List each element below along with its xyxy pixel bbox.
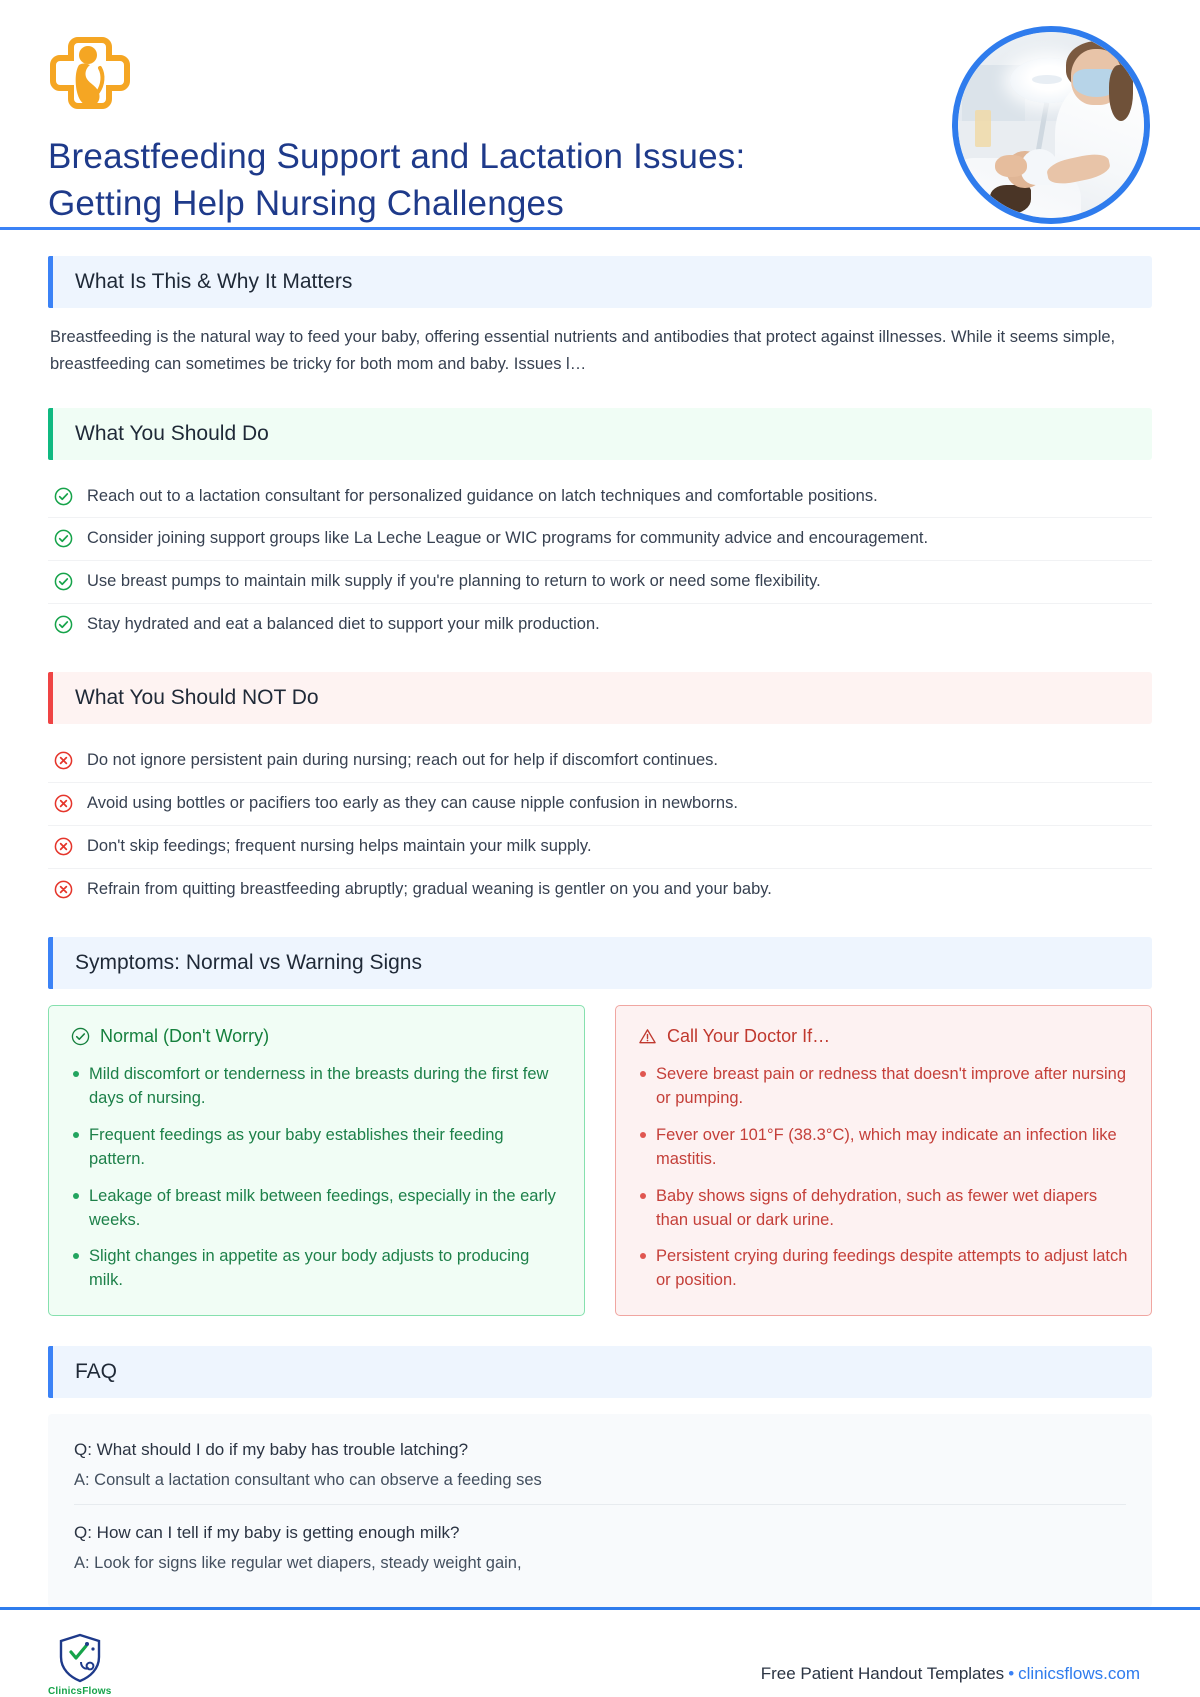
- medical-cross-mother-baby-icon: [50, 37, 130, 109]
- title-block: Breastfeeding Support and Lactation Issu…: [48, 134, 888, 227]
- list-item-text: Consider joining support groups like La …: [87, 529, 929, 548]
- normal-panel-header: Normal (Don't Worry): [71, 1026, 562, 1047]
- faq-question: Q: What should I do if my baby has troub…: [74, 1440, 469, 1460]
- list-item: Reach out to a lactation consultant for …: [48, 476, 1152, 519]
- footer-brand-name: ClinicsFlows: [48, 1686, 112, 1697]
- faq-item: Q: How can I tell if my baby is getting …: [74, 1505, 1126, 1587]
- faq-list: Q: What should I do if my baby has troub…: [48, 1414, 1152, 1608]
- list-item-text: Avoid using bottles or pacifiers too ear…: [87, 794, 738, 813]
- footer-website-link[interactable]: clinicsflows.com: [1018, 1664, 1140, 1684]
- section-header-should-do: What You Should Do: [48, 407, 1152, 460]
- list-item: Do not ignore persistent pain during nur…: [48, 740, 1152, 784]
- list-item-text: Refrain from quitting breastfeeding abru…: [87, 879, 772, 898]
- faq-answer: A: Look for signs like regular wet diape…: [74, 1554, 522, 1573]
- overview-paragraph: Breastfeeding is the natural way to feed…: [50, 328, 1116, 373]
- footer-separator: •: [1008, 1664, 1015, 1684]
- hero-photo: [952, 26, 1150, 224]
- list-item: Mild discomfort or tenderness in the bre…: [71, 1063, 562, 1111]
- should-not-do-list: Do not ignore persistent pain during nur…: [48, 740, 1152, 911]
- list-item: Persistent crying during feedings despit…: [638, 1245, 1129, 1293]
- circle-check-icon: [71, 1027, 90, 1046]
- circle-x-icon: [54, 751, 73, 770]
- page-title: Breastfeeding Support and Lactation Issu…: [48, 134, 888, 227]
- document-body: What Is This & Why It Matters Breastfeed…: [0, 230, 1200, 1608]
- list-item-text: Reach out to a lactation consultant for …: [87, 486, 878, 505]
- symptoms-columns: Normal (Don't Worry) Mild discomfort or …: [48, 1004, 1152, 1317]
- normal-panel-title: Normal (Don't Worry): [100, 1025, 270, 1046]
- warning-symptoms-panel: Call Your Doctor If… Severe breast pain …: [615, 1004, 1152, 1317]
- circle-x-icon: [54, 880, 73, 899]
- list-item: Consider joining support groups like La …: [48, 518, 1152, 562]
- list-item: Don't skip feedings; frequent nursing he…: [48, 826, 1152, 869]
- page-title-line-1: Breastfeeding Support and Lactation Issu…: [48, 137, 746, 176]
- footer-tagline: Free Patient Handout Templates: [760, 1664, 1005, 1684]
- accent-bar: [48, 1346, 53, 1399]
- section-title-faq: FAQ: [75, 1360, 118, 1384]
- list-item: Use breast pumps to maintain milk supply…: [48, 561, 1152, 605]
- warning-panel-title: Call Your Doctor If…: [667, 1025, 831, 1046]
- section-title-overview: What Is This & Why It Matters: [75, 270, 353, 294]
- normal-symptoms-list: Mild discomfort or tenderness in the bre…: [71, 1063, 562, 1293]
- section-header-should-not-do: What You Should NOT Do: [48, 672, 1152, 725]
- circle-x-icon: [54, 794, 73, 813]
- section-header-symptoms: Symptoms: Normal vs Warning Signs: [48, 936, 1152, 989]
- circle-check-icon: [54, 530, 73, 548]
- section-header-overview: What Is This & Why It Matters: [48, 256, 1152, 309]
- document-footer: ClinicsFlows Free Patient Handout Templa…: [0, 1607, 1200, 1697]
- accent-bar: [48, 407, 53, 460]
- list-item-text: Stay hydrated and eat a balanced diet to…: [87, 615, 600, 634]
- warning-panel-header: Call Your Doctor If…: [638, 1026, 1129, 1047]
- faq-question: Q: How can I tell if my baby is getting …: [74, 1523, 460, 1543]
- section-title-should-not-do: What You Should NOT Do: [75, 686, 319, 710]
- footer-brand: ClinicsFlows: [48, 1632, 112, 1697]
- warning-symptoms-list: Severe breast pain or redness that doesn…: [638, 1063, 1129, 1293]
- list-item: Avoid using bottles or pacifiers too ear…: [48, 783, 1152, 827]
- list-item: Refrain from quitting breastfeeding abru…: [48, 869, 1152, 911]
- warning-triangle-icon: [639, 1029, 656, 1044]
- list-item: Severe breast pain or redness that doesn…: [638, 1063, 1129, 1111]
- brand-logo: [48, 28, 132, 112]
- list-item-text: Do not ignore persistent pain during nur…: [87, 751, 719, 770]
- accent-bar: [48, 936, 53, 989]
- page-title-line-2: Getting Help Nursing Challenges: [48, 183, 564, 223]
- list-item: Frequent feedings as your baby establish…: [71, 1124, 562, 1172]
- footer-brand-name-part2: Flows: [82, 1686, 112, 1697]
- list-item: Stay hydrated and eat a balanced diet to…: [48, 604, 1152, 646]
- list-item-text: Don't skip feedings; frequent nursing he…: [87, 837, 592, 856]
- section-title-should-do: What You Should Do: [75, 421, 269, 445]
- list-item: Leakage of breast milk between feedings,…: [71, 1185, 562, 1233]
- section-header-faq: FAQ: [48, 1346, 1152, 1399]
- circle-check-icon: [54, 615, 73, 634]
- footer-text: Free Patient Handout Templates•clinicsfl…: [761, 1632, 1152, 1684]
- faq-answer: A: Consult a lactation consultant who ca…: [74, 1471, 542, 1490]
- circle-x-icon: [54, 837, 73, 856]
- normal-symptoms-panel: Normal (Don't Worry) Mild discomfort or …: [48, 1004, 585, 1317]
- accent-bar: [48, 672, 53, 725]
- should-do-list: Reach out to a lactation consultant for …: [48, 476, 1152, 647]
- faq-item: Q: What should I do if my baby has troub…: [74, 1422, 1126, 1506]
- circle-check-icon: [54, 487, 73, 505]
- list-item-text: Use breast pumps to maintain milk supply…: [87, 572, 821, 591]
- document-header: Breastfeeding Support and Lactation Issu…: [0, 0, 1200, 231]
- clinicsflows-shield-stethoscope-icon: [59, 1634, 100, 1683]
- circle-check-icon: [54, 573, 73, 591]
- hero-photo-image: [958, 32, 1144, 218]
- list-item: Baby shows signs of dehydration, such as…: [638, 1185, 1129, 1233]
- list-item: Fever over 101°F (38.3°C), which may ind…: [638, 1124, 1129, 1172]
- accent-bar: [48, 256, 53, 309]
- section-title-symptoms: Symptoms: Normal vs Warning Signs: [75, 950, 422, 974]
- footer-brand-name-part1: Clinics: [48, 1686, 83, 1697]
- list-item: Slight changes in appetite as your body …: [71, 1245, 562, 1293]
